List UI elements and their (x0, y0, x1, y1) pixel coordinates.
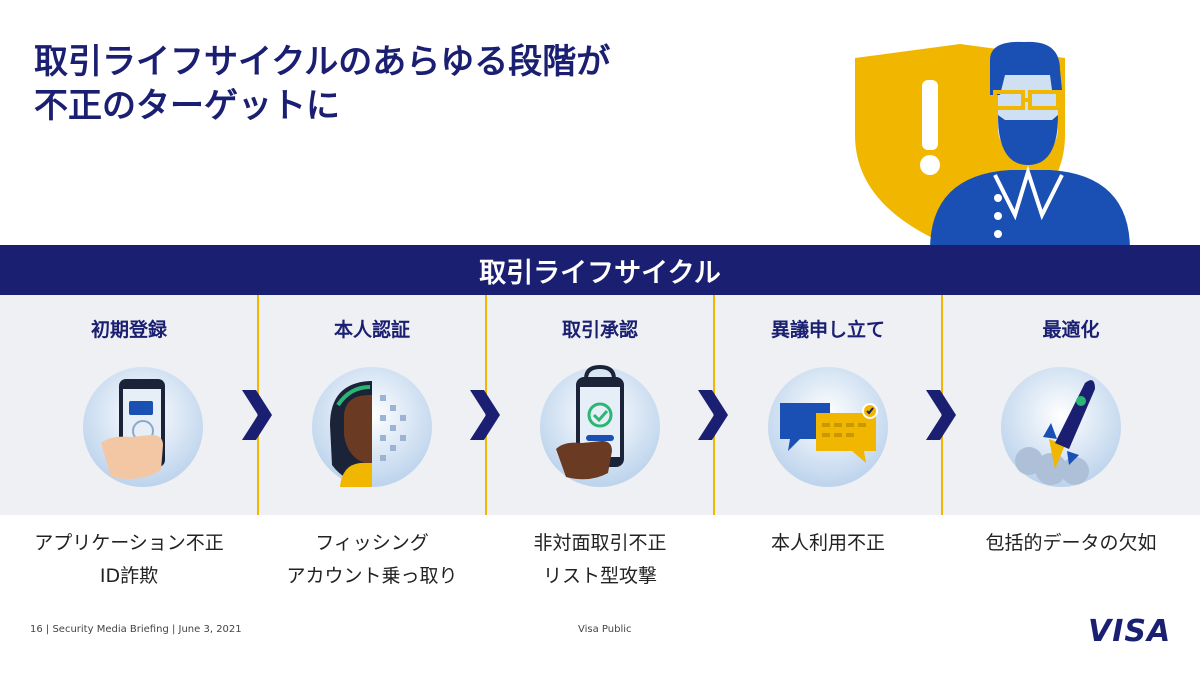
lifecycle-band: 取引ライフサイクル (0, 245, 1200, 295)
risk-optimization: 包括的データの欠如 (942, 527, 1200, 560)
footer-page-info: 16 | Security Media Briefing | June 3, 2… (30, 624, 242, 635)
chevron-right-icon (926, 390, 956, 440)
risk-line: アプリケーション不正 (34, 532, 224, 554)
stage-transaction-authorization: 取引承認 (486, 295, 714, 515)
stage-optimization: 最適化 (942, 295, 1200, 515)
stage-title: 異議申し立て (770, 319, 885, 341)
risk-identity-authentication: フィッシング アカウント乗っ取り (258, 527, 486, 593)
lifecycle-band-label: 取引ライフサイクル (479, 257, 721, 289)
risk-line: アカウント乗っ取り (286, 565, 458, 587)
risk-line: 非対面取引不正 (533, 532, 667, 554)
risk-line: リスト型攻撃 (542, 565, 657, 587)
title-line-2: 不正のターゲットに (34, 86, 340, 126)
risk-line: 本人利用不正 (770, 532, 885, 554)
risk-line: 包括的データの欠如 (985, 532, 1157, 554)
stage-identity-authentication: 本人認証 (258, 295, 486, 515)
title-line-1: 取引ライフサイクルのあらゆる段階が (34, 42, 611, 82)
visa-logo: VISA (1088, 614, 1172, 649)
stage-title: 取引承認 (561, 319, 638, 341)
chevron-right-icon (242, 390, 272, 440)
risk-line: フィッシング (315, 532, 429, 554)
risk-initial-registration: アプリケーション不正 ID詐欺 (0, 527, 258, 593)
chat-dispute-icon (768, 367, 888, 487)
chevron-right-icon (470, 390, 500, 440)
phone-card-icon (83, 367, 203, 487)
risk-transaction-authorization: 非対面取引不正 リスト型攻撃 (486, 527, 714, 593)
phone-check-icon (540, 365, 660, 487)
chevron-right-icon (698, 390, 728, 440)
lifecycle-panel: 初期登録 本人認証 (0, 295, 1200, 515)
risk-line: ID詐欺 (99, 565, 159, 587)
stage-title: 初期登録 (90, 319, 167, 341)
rocket-icon (1001, 367, 1121, 487)
stage-title: 本人認証 (333, 319, 410, 341)
stage-title: 最適化 (1042, 319, 1100, 341)
stage-initial-registration: 初期登録 (0, 295, 258, 515)
face-scan-icon (312, 367, 432, 487)
footer-classification: Visa Public (578, 624, 632, 635)
stage-dispute: 異議申し立て (714, 295, 942, 515)
risk-dispute: 本人利用不正 (714, 527, 942, 560)
shield-alert-icon (855, 41, 1130, 250)
page-title: 取引ライフサイクルのあらゆる段階が 不正のターゲットに (34, 40, 610, 128)
